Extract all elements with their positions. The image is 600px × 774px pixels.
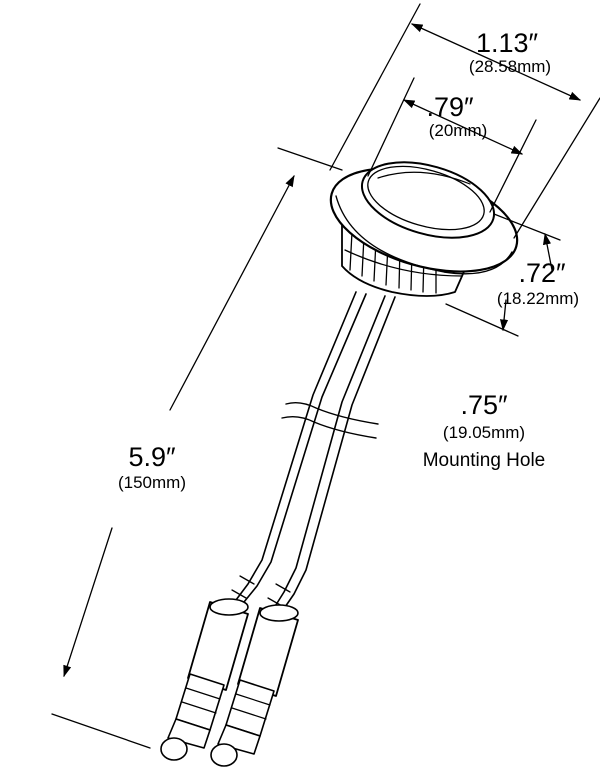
mounting-hole-mm: (19.05mm) (443, 423, 525, 442)
bullet-connector-right (210, 604, 299, 767)
mounting-hole-inch: .75″ (460, 390, 508, 420)
bullet-connector-left (160, 598, 249, 761)
mounting-hole-break-lines (281, 401, 379, 439)
mounting-hole-label: Mounting Hole (423, 450, 546, 471)
lens-diameter-inch: .79″ (426, 92, 474, 122)
lead-length-inch: 5.9″ (128, 442, 176, 472)
outer-diameter-mm: (28.58mm) (469, 57, 551, 76)
lead-wires (231, 291, 396, 611)
lens-diameter-mm: (20mm) (429, 121, 488, 140)
dimension-lens-diameter (367, 77, 537, 213)
height-inch: .72″ (518, 258, 566, 288)
dimension-outer-diameter (329, 3, 600, 239)
dimension-lead-length (51, 147, 343, 749)
dimension-height (445, 213, 561, 337)
height-mm: (18.22mm) (497, 289, 579, 308)
outer-diameter-inch: 1.13″ (476, 28, 539, 58)
light-housing (329, 161, 519, 297)
lead-length-mm: (150mm) (118, 473, 186, 492)
